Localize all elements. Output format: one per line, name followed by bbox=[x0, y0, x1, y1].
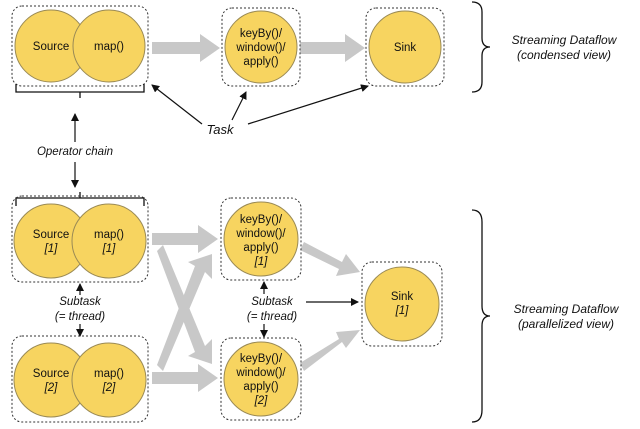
subtask-left-sublabel: (= thread) bbox=[55, 311, 105, 323]
subtask-mid-label: Subtask bbox=[251, 296, 294, 308]
sink-1-label: Sink bbox=[391, 291, 414, 303]
parallel-view-title: Streaming Dataflow bbox=[514, 302, 620, 316]
flow-arrow-keyby1-to-sink bbox=[300, 242, 360, 276]
subtask-left-label: Subtask bbox=[59, 296, 102, 308]
source-2-label: Source bbox=[33, 368, 69, 380]
map-1-node bbox=[71, 203, 147, 279]
task-pointers bbox=[151, 84, 369, 125]
parallel-brace bbox=[471, 209, 491, 423]
map-node bbox=[72, 9, 146, 83]
parallel-keyby-2-task: keyBy()/ window()/ apply() [2] bbox=[220, 337, 302, 421]
subtask-mid-sublabel: (= thread) bbox=[247, 311, 297, 323]
condensed-sink-task: Sink bbox=[365, 7, 445, 87]
condensed-flow-arrows bbox=[152, 34, 365, 62]
keyby-2-line2: window()/ bbox=[235, 367, 286, 379]
parallel-keyby-1-task: keyBy()/ window()/ apply() [1] bbox=[220, 197, 302, 281]
flow-arrow-source-to-keyby bbox=[152, 34, 220, 62]
condensed-chain-bracket bbox=[15, 84, 145, 98]
map-1-index: [1] bbox=[102, 243, 117, 255]
map-2-index: [2] bbox=[102, 382, 117, 394]
flow-arrow-src2-to-keyby1 bbox=[157, 254, 212, 371]
flow-arrow-keyby-to-sink bbox=[300, 34, 365, 62]
sink-label: Sink bbox=[394, 42, 417, 54]
keyby-1-node bbox=[223, 201, 299, 277]
source-label: Source bbox=[33, 41, 69, 53]
map-label: map() bbox=[94, 41, 124, 53]
keyby-1-index: [1] bbox=[254, 256, 269, 268]
keyby-1-line2: window()/ bbox=[235, 228, 286, 240]
parallel-flow-arrows bbox=[152, 225, 360, 392]
parallel-sink-task: Sink [1] bbox=[361, 261, 443, 347]
keyby-2-line1: keyBy()/ bbox=[240, 353, 283, 365]
keyby-2-index: [2] bbox=[254, 395, 269, 407]
parallel-view-subtitle: (parallelized view) bbox=[518, 317, 614, 331]
keyby-label-line2: window()/ bbox=[235, 42, 286, 54]
parallel-source-map-1-task: Source [1] map() [1] bbox=[11, 195, 149, 283]
keyby-1-line3: apply() bbox=[243, 242, 278, 254]
sink-1-node bbox=[364, 266, 440, 342]
condensed-view-subtitle: (condensed view) bbox=[517, 48, 611, 62]
keyby-label-line1: keyBy()/ bbox=[240, 28, 283, 40]
sink-1-index: [1] bbox=[395, 305, 410, 317]
source-1-label: Source bbox=[33, 229, 69, 241]
sink-node bbox=[368, 10, 442, 84]
map-2-node bbox=[71, 342, 147, 418]
subtask-mid-arrows bbox=[260, 281, 359, 338]
keyby-2-node bbox=[223, 341, 299, 417]
task-label: Task bbox=[207, 122, 235, 137]
map-1-label: map() bbox=[94, 229, 124, 241]
flow-arrow-src2-to-keyby2 bbox=[152, 364, 218, 392]
source-1-index: [1] bbox=[44, 243, 59, 255]
operator-chain-label: Operator chain bbox=[37, 146, 113, 158]
flow-arrow-src1-to-keyby1 bbox=[152, 225, 218, 253]
parallel-chain-bracket bbox=[15, 192, 145, 206]
flow-arrow-keyby2-to-sink bbox=[300, 330, 360, 371]
condensed-view-title: Streaming Dataflow bbox=[512, 33, 618, 47]
parallel-source-map-2-task: Source [2] map() [2] bbox=[11, 335, 149, 423]
source-2-index: [2] bbox=[44, 382, 59, 394]
map-2-label: map() bbox=[94, 368, 124, 380]
keyby-2-line3: apply() bbox=[243, 381, 278, 393]
keyby-1-line1: keyBy()/ bbox=[240, 214, 283, 226]
condensed-source-map-task: Source map() bbox=[11, 5, 149, 87]
keyby-label-line3: apply() bbox=[243, 56, 278, 68]
keyby-node bbox=[224, 10, 298, 84]
condensed-keyby-task: keyBy()/ window()/ apply() bbox=[221, 7, 301, 87]
condensed-brace bbox=[471, 1, 491, 93]
